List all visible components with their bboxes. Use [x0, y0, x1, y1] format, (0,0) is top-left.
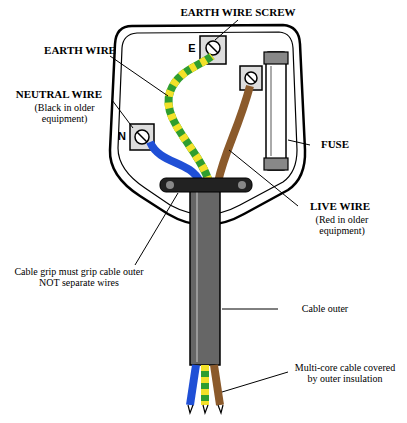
- note: (Red in older equipment): [302, 214, 382, 236]
- part-label: EARTH WIRE: [30, 44, 130, 56]
- part-label: LIVE WIRE: [290, 200, 390, 212]
- earth-screw: [206, 41, 220, 55]
- part-label: EARTH WIRE SCREW: [168, 6, 308, 18]
- fuse: [266, 52, 286, 170]
- leader-lines: [110, 20, 310, 392]
- earth-wire: [168, 56, 212, 182]
- cable-outer: [190, 180, 220, 365]
- note: (Black in older equipment): [22, 102, 107, 124]
- part-label: FUSE: [310, 138, 360, 150]
- note: Multi-core cable covered by outer insula…: [290, 362, 400, 384]
- plug-inner-rim: [118, 32, 297, 215]
- earth-core: [201, 365, 209, 405]
- live-core: [214, 365, 220, 405]
- part-label: NEUTRAL WIRE: [4, 88, 114, 100]
- cable-grip: [160, 178, 252, 192]
- neutral-screw: [135, 130, 149, 144]
- note: Cable grip must grip cable outer NOT sep…: [4, 266, 154, 288]
- neutral-core: [190, 365, 196, 405]
- terminal-letter: N: [116, 130, 128, 142]
- live-wire: [218, 86, 250, 182]
- terminal-letter: E: [186, 42, 198, 54]
- part-label: Cable outer: [280, 303, 370, 314]
